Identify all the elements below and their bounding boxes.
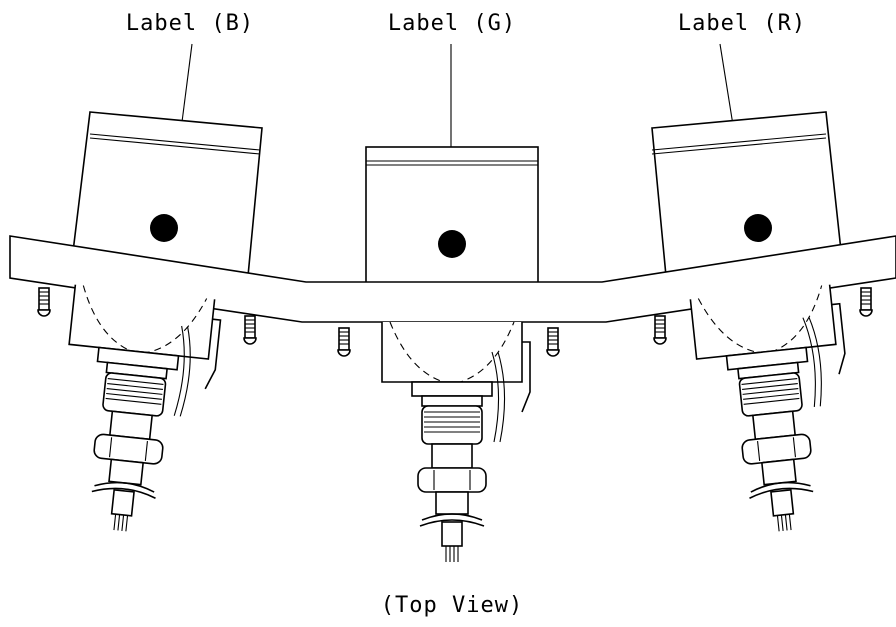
screw-4	[546, 327, 560, 357]
screw-1	[37, 287, 51, 317]
label-r: Label (R)	[678, 11, 806, 36]
screw-3	[337, 327, 351, 357]
housing-g	[365, 146, 539, 284]
screw-6	[859, 287, 873, 317]
label-dot-b	[150, 214, 178, 242]
label-dot-g	[438, 230, 466, 258]
label-b: Label (B)	[126, 11, 254, 36]
assembly-b	[49, 283, 224, 540]
screw-2	[243, 315, 257, 345]
label-dot-r	[744, 214, 772, 242]
screw-5	[653, 315, 667, 345]
assembly-r	[689, 283, 864, 539]
label-g: Label (G)	[388, 11, 516, 36]
caption: (Top View)	[381, 593, 523, 618]
assembly-g	[381, 321, 531, 563]
